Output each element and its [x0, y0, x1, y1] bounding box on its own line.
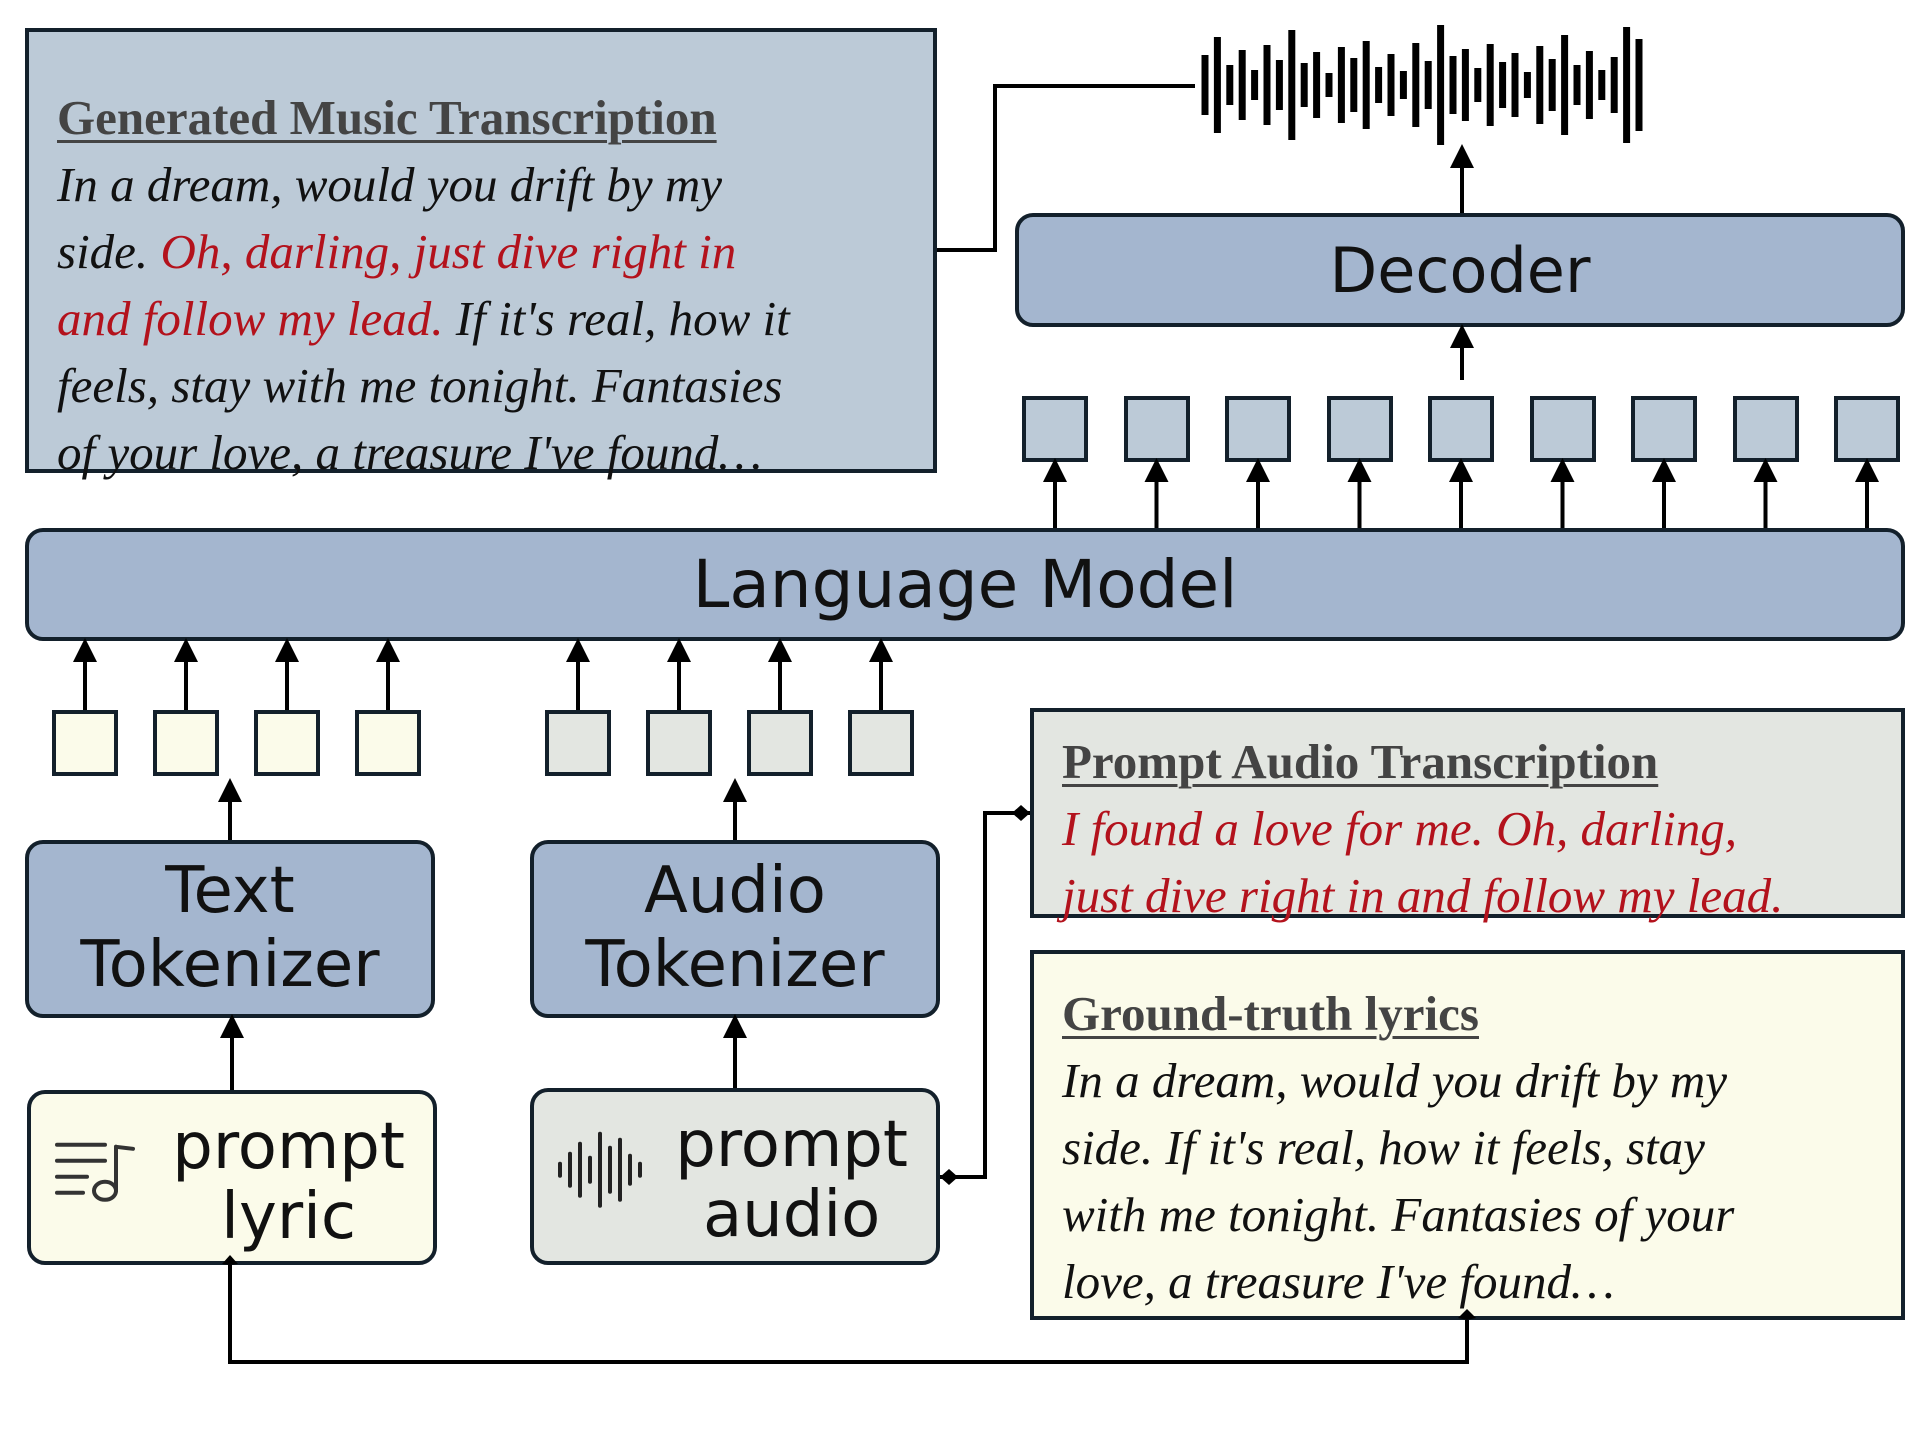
decoder-label: Decoder	[1329, 233, 1591, 307]
audio-wave-icon	[556, 1129, 648, 1223]
generated-to-waveform-connector	[937, 84, 1195, 252]
text-token	[52, 710, 118, 776]
lyric-to-groundtruth-connector	[228, 1265, 1469, 1364]
generated-line: and follow my lead. If it's real, how it	[57, 291, 790, 346]
ground-truth-line: with me tonight. Fantasies of your	[1062, 1187, 1735, 1242]
prompt-audio-line: just dive right in and follow my lead.	[1062, 868, 1784, 923]
audio-token	[646, 710, 712, 776]
language-model-label: Language Model	[692, 546, 1238, 623]
audio-tokenizer-label-2: Tokenizer	[585, 928, 885, 1002]
ground-truth-line: In a dream, would you drift by my	[1062, 1053, 1728, 1108]
connector-diamond	[940, 1169, 958, 1185]
audio-token	[545, 710, 611, 776]
prompt-audio-line: I found a love for me. Oh, darling,	[1062, 801, 1738, 856]
music-lyric-icon	[53, 1134, 143, 1220]
generated-line: side. Oh, darling, just dive right in	[57, 224, 737, 279]
audio-token	[848, 710, 914, 776]
text-tokenizer-label-2: Tokenizer	[80, 928, 380, 1002]
prompt-lyric-label-2: lyric	[221, 1180, 357, 1255]
text-tokenizer-label-1: Text	[165, 854, 295, 929]
output-token	[1022, 396, 1088, 462]
decoder-block: Decoder	[1015, 213, 1905, 327]
audio-tokenizer-block: Audio Tokenizer	[530, 840, 940, 1018]
audio-tokenizer-label-1: Audio	[644, 854, 826, 929]
output-token	[1631, 396, 1697, 462]
prompt-audio-connector	[940, 811, 1030, 1179]
prompt-audio-label-1: prompt	[675, 1108, 908, 1182]
prompt-audio-transcription-panel: Prompt Audio Transcription I found a lov…	[1030, 708, 1905, 923]
output-token	[1428, 396, 1494, 462]
audio-token	[747, 710, 813, 776]
prompt-audio-label-2: audio	[702, 1178, 881, 1253]
prompt-lyric-label-1: prompt	[172, 1110, 405, 1184]
connector-diamond	[222, 1255, 238, 1265]
prompt-audio-input: prompt audio	[530, 1088, 940, 1265]
text-token	[355, 710, 421, 776]
generated-transcription-title: Generated Music Transcription	[57, 90, 717, 145]
prompt-lyric-input: prompt lyric	[27, 1090, 437, 1265]
generated-line: In a dream, would you drift by my	[57, 157, 723, 212]
ground-truth-line: side. If it's real, how it feels, stay	[1062, 1120, 1705, 1175]
connector-diamond	[1458, 1309, 1476, 1320]
text-token	[254, 710, 320, 776]
prompt-audio-label: prompt audio	[675, 1110, 908, 1251]
generated-line: feels, stay with me tonight. Fantasies	[57, 358, 783, 413]
generated-transcription-panel: Generated Music Transcription In a dream…	[25, 28, 937, 480]
connector-diamond	[1012, 805, 1030, 821]
output-token	[1529, 396, 1596, 462]
language-model-block: Language Model	[25, 528, 1905, 641]
waveform-output-icon	[1201, 25, 1643, 145]
ground-truth-line: love, a treasure I've found…	[1062, 1254, 1615, 1309]
ground-truth-title: Ground-truth lyrics	[1062, 986, 1479, 1041]
generated-line: of your love, a treasure I've found…	[57, 425, 762, 480]
text-token	[153, 710, 219, 776]
prompt-lyric-label: prompt lyric	[172, 1112, 405, 1253]
prompt-audio-transcription-title: Prompt Audio Transcription	[1062, 734, 1659, 789]
ground-truth-lyrics-panel: Ground-truth lyrics In a dream, would yo…	[1030, 950, 1905, 1320]
